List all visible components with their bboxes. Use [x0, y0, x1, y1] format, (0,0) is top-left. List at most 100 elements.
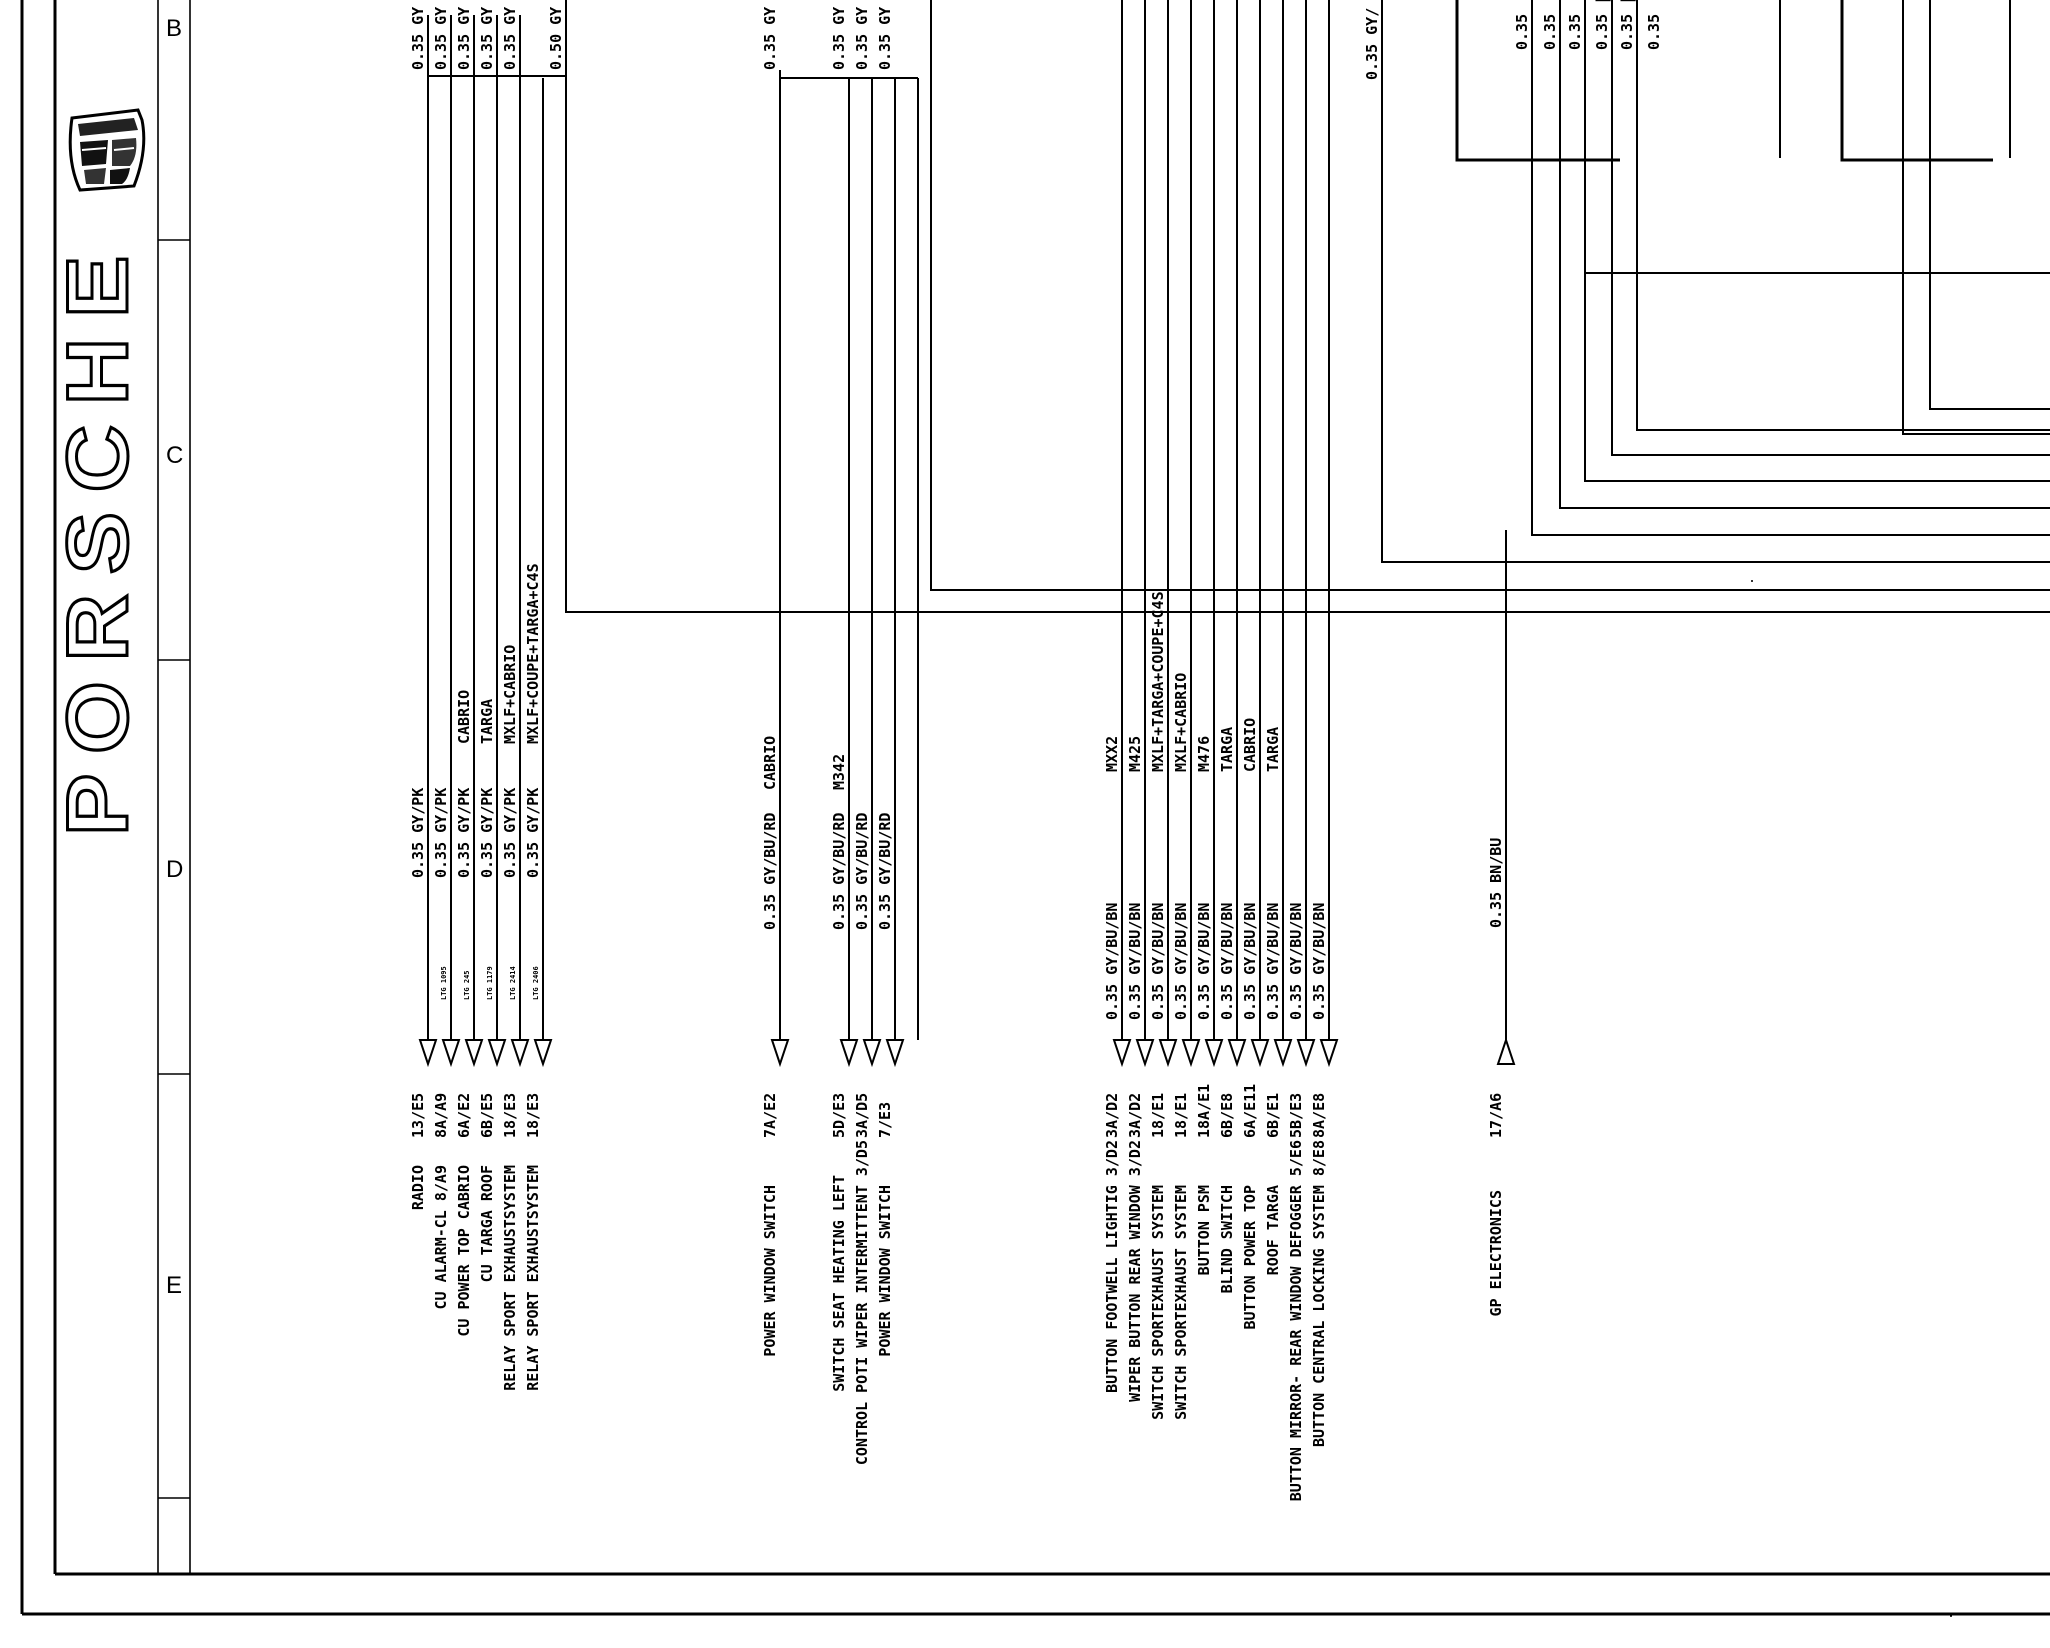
ref-label: 18/E1 — [1149, 1093, 1167, 1138]
ltg-label: LTG 2406 — [532, 966, 540, 1000]
component-label: ROOF TARGA — [1264, 1185, 1282, 1275]
component-label: POWER WINDOW SWITCH — [876, 1185, 894, 1357]
wire-label: 0.35 GY/BU/BN — [1126, 903, 1144, 1020]
component-label: SWITCH SEAT HEATING LEFT — [830, 1175, 848, 1392]
top-wire-label: 0.35 GY — [830, 7, 848, 70]
component-label: BUTTON FOOTWELL LIGHTIG 3/D2 — [1103, 1140, 1121, 1393]
variant-label: MXLF+CABRIO — [501, 645, 519, 744]
component-label: SWITCH SPORTEXHAUST SYSTEM — [1149, 1185, 1167, 1420]
component-label: CU ALARM-CL 8/A9 — [432, 1165, 450, 1310]
porsche-wordmark: PORSCHE — [50, 236, 146, 836]
component-label: CONTROL POTI WIPER INTERMITTENT 3/D5 — [853, 1140, 871, 1465]
connector-arrows — [418, 1036, 1516, 1068]
box-wire-label: 0.35 | — [1618, 0, 1637, 50]
top-wire-label: 0.35 GY — [478, 7, 496, 70]
wire-label: 0.35 GY/PK — [501, 788, 519, 878]
sheet-frame — [20, 0, 2050, 1616]
ref-label: 5B/E3 — [1287, 1093, 1305, 1138]
variant-label: MXLF+TARGA+COUPE+C4S — [1149, 591, 1167, 772]
component-label: BUTTON PSM — [1195, 1185, 1213, 1275]
ltg-label: LTG 1179 — [486, 966, 494, 1000]
ref-label: 18A/E1 — [1195, 1084, 1213, 1138]
component-label: BLIND SWITCH — [1218, 1185, 1236, 1293]
ref-label: 3A/D2 — [1103, 1093, 1121, 1138]
wire-label: 0.35 GY/PK — [432, 788, 450, 878]
main-wire-label: 0.35 GY/ — [1363, 8, 1381, 80]
ref-label: 6A/E11 — [1241, 1084, 1259, 1138]
wire-label: 0.35 GY/BU/BN — [1218, 903, 1236, 1020]
wire-label: 0.35 GY/PK — [409, 788, 427, 878]
zone-label-d: D — [166, 856, 183, 883]
ref-label: 8A/A9 — [432, 1093, 450, 1138]
component-label: SWITCH SPORTEXHAUST SYSTEM — [1172, 1185, 1190, 1420]
component-label: RADIO — [409, 1165, 427, 1210]
wire-label: 0.35 GY/BU/RD — [876, 813, 894, 930]
zone-label-b: B — [166, 15, 182, 42]
wire-label: 0.35 GY/BU/RD — [853, 813, 871, 930]
ref-label: 7/E3 — [876, 1102, 894, 1138]
component-label: RELAY SPORT EXHAUSTSYSTEM — [524, 1165, 542, 1391]
top-wire-label: 0.35 GY — [853, 7, 871, 70]
wire-label: 0.35 GY/BU/BN — [1310, 903, 1328, 1020]
zone-label-c: C — [166, 442, 183, 469]
ref-label: 8A/E8 — [1310, 1093, 1328, 1138]
ref-label: 13/E5 — [409, 1093, 427, 1138]
variant-label: M342 — [830, 754, 848, 790]
ref-label: 6B/E8 — [1218, 1093, 1236, 1138]
wire-label: 0.35 GY/BU/BN — [1287, 903, 1305, 1020]
wire-label: 0.35 GY/PK — [478, 788, 496, 878]
wire-label: 0.35 GY/PK — [455, 788, 473, 878]
main-wire-label: 0.50 GY — [547, 7, 565, 70]
variant-label: CABRIO — [455, 690, 473, 744]
ltg-label: LTG 245 — [463, 970, 471, 1000]
component-label: WIPER BUTTON REAR WINDOW 3/D2 — [1126, 1140, 1144, 1402]
component-label: POWER WINDOW SWITCH — [761, 1185, 779, 1357]
component-label: CU TARGA ROOF — [478, 1165, 496, 1282]
top-wire-label: 0.35 GY — [761, 7, 779, 70]
top-wire-label: 0.35 GY — [455, 7, 473, 70]
box-wire-label: 0.35 | — [1593, 0, 1612, 50]
wire-lines — [427, 0, 2050, 1617]
ltg-label: LTG 2414 — [509, 966, 517, 1000]
variant-label: CABRIO — [761, 736, 779, 790]
wire-label: 0.35 GY/BU/BN — [1195, 903, 1213, 1020]
wire-label: 0.35 BN/BU — [1487, 838, 1505, 928]
ref-label: 17/A6 — [1487, 1093, 1505, 1138]
wire-label: 0.35 GY/PK — [524, 788, 542, 878]
ref-label: 18/E3 — [524, 1093, 542, 1138]
box-wire-label: 0.35 — [1566, 14, 1584, 50]
variant-label: MXX2 — [1103, 736, 1121, 772]
component-label: BUTTON POWER TOP — [1241, 1185, 1259, 1330]
component-label: BUTTON CENTRAL LOCKING SYSTEM 8/E8 — [1310, 1140, 1328, 1447]
variant-label: M425 — [1126, 736, 1144, 772]
box-wire-label: 0.35 — [1513, 14, 1531, 50]
top-wire-label: 0.35 GY — [409, 7, 427, 70]
ref-label: 7A/E2 — [761, 1093, 779, 1138]
variant-label: M476 — [1195, 736, 1213, 772]
wire-label: 0.35 GY/BU/BN — [1264, 903, 1282, 1020]
ltg-label: LTG 1095 — [440, 966, 448, 1000]
wire-label: 0.35 GY/BU/RD — [830, 813, 848, 930]
variant-label: TARGA — [1218, 727, 1236, 772]
ref-label: 3A/D2 — [1126, 1093, 1144, 1138]
component-label: RELAY SPORT EXHAUSTSYSTEM — [501, 1165, 519, 1391]
component-label: BUTTON MIRROR- REAR WINDOW DEFOGGER 5/E6 — [1287, 1140, 1305, 1501]
component-label: CU POWER TOP CABRIO — [455, 1165, 473, 1337]
ref-label: 3A/D5 — [853, 1093, 871, 1138]
ref-label: 18/E1 — [1172, 1093, 1190, 1138]
porsche-logotype: PORSCHE — [49, 235, 148, 838]
box-wire-label: 0.35 — [1541, 14, 1559, 50]
variant-label: MXLF+COUPE+TARGA+C4S — [524, 563, 542, 744]
box-wire-label: 0.35 — [1645, 14, 1663, 50]
top-wire-label: 0.35 GY — [501, 7, 519, 70]
wire-label: 0.35 GY/BU/BN — [1241, 903, 1259, 1020]
wire-label: 0.35 GY/BU/RD — [761, 813, 779, 930]
component-label: GP ELECTRONICS — [1487, 1190, 1505, 1316]
ref-label: 6B/E1 — [1264, 1093, 1282, 1138]
wire-label: 0.35 GY/BU/BN — [1103, 903, 1121, 1020]
ref-label: 5D/E3 — [830, 1093, 848, 1138]
top-wire-label: 0.35 GY — [876, 7, 894, 70]
ref-label: 6B/E5 — [478, 1093, 496, 1138]
